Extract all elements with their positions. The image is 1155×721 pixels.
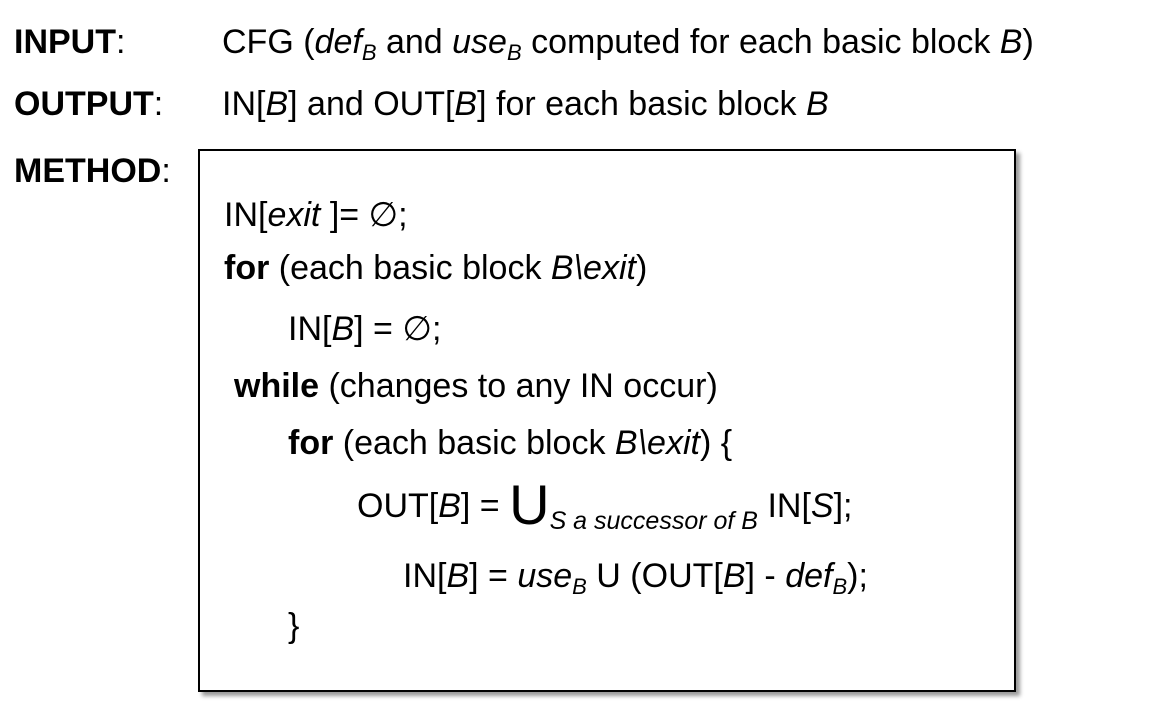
closing-brace: } [288, 607, 300, 645]
code-line-4: while (changes to any IN occur) [234, 367, 718, 405]
output-value: IN[B] and OUT[B] for each basic block B [222, 85, 829, 123]
method-label: METHOD: [14, 152, 171, 190]
input-label: INPUT: [14, 23, 126, 61]
input-value: CFG (defB and useB computed for each bas… [222, 23, 1034, 65]
keyword-while: while [234, 367, 320, 405]
code-line-3: IN[B] = ∅; [288, 310, 442, 348]
algorithm-box: IN[exit ]= ∅; for (each basic block B\ex… [198, 149, 1016, 692]
code-line-8: } [288, 606, 299, 646]
code-line-5: for (each basic block B\exit) { [288, 424, 733, 462]
code-line-7: IN[B] = useB U (OUT[B] - defB); [403, 557, 868, 599]
output-label: OUTPUT: [14, 85, 164, 123]
keyword-for: for [288, 424, 334, 462]
keyword-for: for [224, 249, 270, 287]
code-line-6: OUT[B] = US a successor of B IN[S]; [357, 473, 853, 536]
union-subscript: S a successor of B [549, 507, 758, 535]
code-line-2: for (each basic block B\exit) [224, 249, 648, 287]
union-symbol: U [509, 473, 550, 536]
code-line-1: IN[exit ]= ∅; [224, 196, 408, 234]
